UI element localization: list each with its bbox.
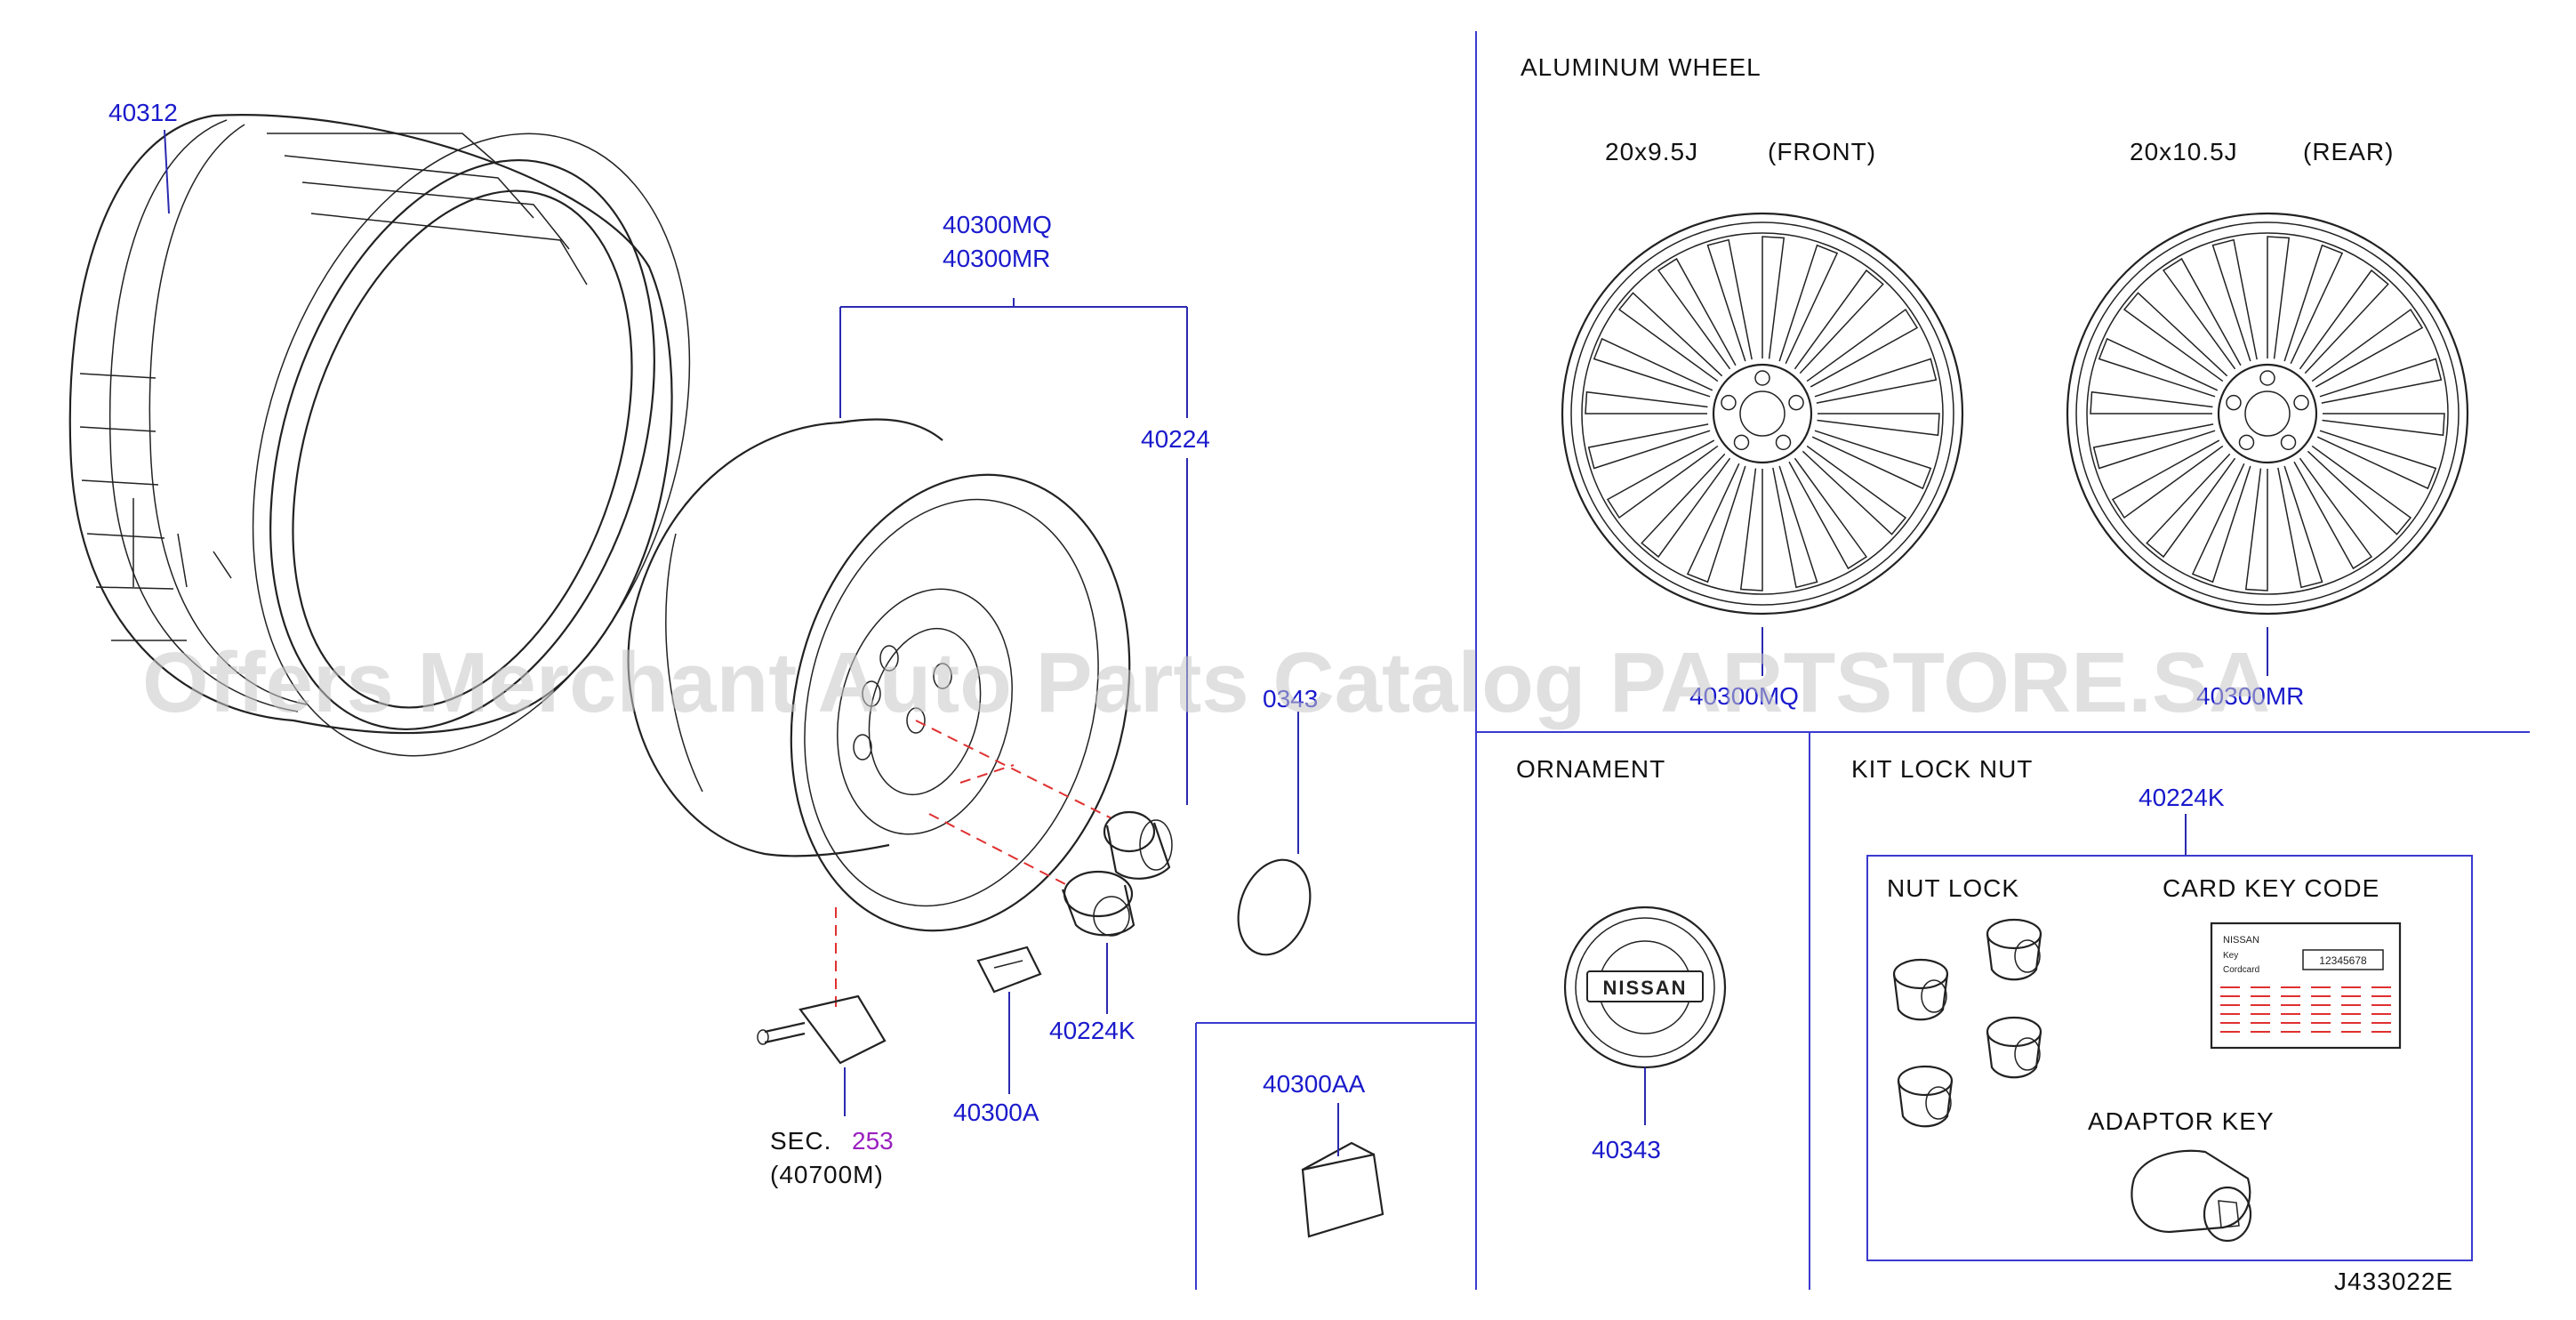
center-cap-illustration xyxy=(1237,858,1312,956)
card-key-illustration: NISSAN Key Cordcard 12345678 xyxy=(2210,922,2402,1050)
aluminum-wheel-title: ALUMINUM WHEEL xyxy=(1521,53,1761,81)
sensor-illustration xyxy=(757,994,887,1065)
assembly-guides xyxy=(835,720,1112,1014)
ornament-title: ORNAMENT xyxy=(1516,755,1665,783)
wheel-part-number-b: 40300MR xyxy=(943,245,1050,272)
nut-part-number: 40224 xyxy=(1141,425,1210,453)
balance-weight-illustration xyxy=(1301,1141,1384,1238)
center-cap-part-number: 0343 xyxy=(1263,685,1318,712)
front-wheel-label: (FRONT) xyxy=(1768,138,1876,165)
wheel-bracket xyxy=(839,298,1188,418)
valve-illustration xyxy=(976,946,1042,994)
card-key-code-label: CARD KEY CODE xyxy=(2163,874,2379,902)
valve-part-number: 40300A xyxy=(953,1099,1039,1126)
watermark: Offers Merchant Auto Parts Catalog PARTS… xyxy=(142,635,2270,730)
kit-title: KIT LOCK NUT xyxy=(1851,755,2033,783)
tire-part-number: 40312 xyxy=(108,99,178,126)
emblem-text: NISSAN xyxy=(1602,977,1687,999)
nissan-emblem-illustration: NISSAN xyxy=(1563,905,1727,1069)
adaptor-key-label: ADAPTOR KEY xyxy=(2088,1107,2275,1135)
adaptor-key-illustration xyxy=(2131,1149,2252,1243)
card-brand: NISSAN xyxy=(2223,935,2259,946)
card-code: 12345678 xyxy=(2319,954,2367,967)
sensor-sec-number: 253 xyxy=(852,1127,894,1155)
ornament-part-number: 40343 xyxy=(1592,1136,1661,1163)
section-dividers xyxy=(1195,31,2530,1290)
sensor-sec-prefix: SEC. xyxy=(770,1127,831,1155)
front-wheel-size: 20x9.5J xyxy=(1605,138,1698,165)
kit-frame xyxy=(1866,855,2473,1261)
front-wheel-part-number: 40300MQ xyxy=(1689,682,1799,710)
sensor-code: (40700M) xyxy=(770,1161,884,1188)
lock-nut-illustration xyxy=(1061,870,1136,937)
balance-weight-part-number: 40300AA xyxy=(1263,1070,1366,1098)
lock-nut-part-number: 40224K xyxy=(1049,1017,1136,1044)
front-alloy-wheel-illustration xyxy=(1561,212,1964,616)
kit-part-number: 40224K xyxy=(2139,784,2225,811)
lug-nut-illustration xyxy=(1103,810,1173,880)
rear-wheel-part-number: 40300MR xyxy=(2196,682,2304,710)
tire-illustration xyxy=(68,114,691,757)
lock-nut-set-illustration xyxy=(1892,918,2042,1128)
tire-leader xyxy=(164,129,170,214)
card-cordcard-text: Cordcard xyxy=(2223,965,2259,975)
rear-wheel-size: 20x10.5J xyxy=(2130,138,2238,165)
wheel-part-number-a: 40300MQ xyxy=(943,211,1052,238)
card-key-text: Key xyxy=(2223,951,2238,961)
diagram-id: J433022E xyxy=(2334,1268,2453,1295)
steel-wheel-illustration xyxy=(627,418,1131,932)
rear-alloy-wheel-illustration xyxy=(2066,212,2469,616)
nut-lock-label: NUT LOCK xyxy=(1887,874,2019,902)
rear-wheel-label: (REAR) xyxy=(2303,138,2394,165)
